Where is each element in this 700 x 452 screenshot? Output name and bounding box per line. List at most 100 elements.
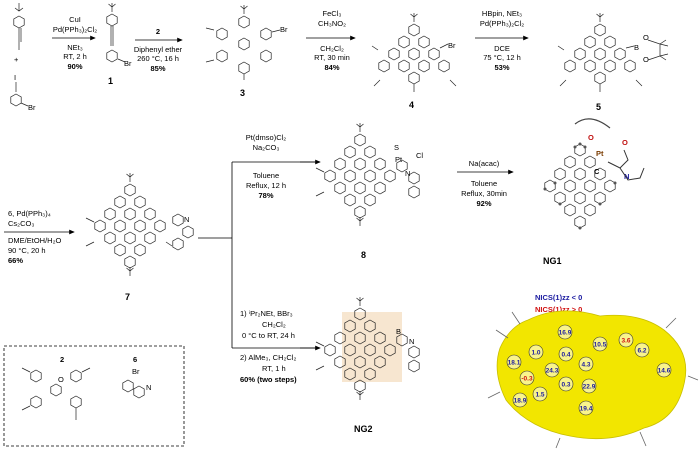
nics-value: -0.3 xyxy=(521,376,533,383)
nics-ring xyxy=(581,378,597,394)
ng2-label: NG2 xyxy=(354,424,373,434)
step5-cond: 90 °C, 20 h xyxy=(8,246,46,255)
sulfur-atom-8: S xyxy=(394,143,399,152)
compound-8-structure: S Pt Cl N xyxy=(315,122,423,227)
step7-cond: Reflux, 30min xyxy=(461,189,507,198)
step2-conditions: 2 Diphenyl ether 260 °C, 16 h 85% xyxy=(134,27,183,73)
box-bromine-atom: Br xyxy=(132,367,140,376)
bromine-atom-4: Br xyxy=(448,41,456,50)
step3-reagent-2: CH₃NO₂ xyxy=(318,19,346,28)
step5-yield: 66% xyxy=(8,256,23,265)
ng1-label: NG1 xyxy=(543,256,562,266)
compound-4-label: 4 xyxy=(409,100,414,110)
nics-ring xyxy=(558,346,574,362)
bromine-atom-3: Br xyxy=(280,25,288,34)
reagent-box-frame xyxy=(3,345,185,447)
compound-8-label: 8 xyxy=(361,250,366,260)
nics-value: 22.9 xyxy=(583,384,596,391)
compound-3-structure: Br xyxy=(205,4,288,80)
step7-yield: 92% xyxy=(476,199,491,208)
nics-value: 1.0 xyxy=(531,350,540,357)
step3-reagent-3: CH₂Cl₂ xyxy=(320,44,344,53)
step8-conditions: 1) ⁱPr₂NEt, BBr₃ CH₂Cl₂ 0 °C to RT, 24 h… xyxy=(240,309,297,384)
nics-isosurface xyxy=(496,310,687,440)
compound-4-structure: Br xyxy=(371,12,457,92)
step8-reagent-2: CH₂Cl₂ xyxy=(262,320,286,329)
step8-cond-2: RT, 1 h xyxy=(262,364,286,373)
step6-conditions: Pt(dmso)Cl₂ Na₂CO₃ Toluene Reflux, 12 h … xyxy=(246,133,287,200)
ng2-boron-atom: B xyxy=(396,327,401,336)
step3-conditions: FeCl₃ CH₃NO₂ CH₂Cl₂ RT, 30 min 84% xyxy=(306,9,356,72)
nics-value: 16.9 xyxy=(559,330,572,337)
branch-bracket xyxy=(198,161,320,349)
nics-ring xyxy=(656,362,672,378)
step2-yield: 85% xyxy=(150,64,165,73)
step8-reagent-1: 1) ⁱPr₂NEt, BBr₃ xyxy=(240,309,293,318)
nics-value: 4.3 xyxy=(581,362,590,369)
compound-5-structure: B O O xyxy=(557,12,669,92)
nics-value: 19.4 xyxy=(580,406,593,413)
step4-reagent-1: HBpin, NEt₃ xyxy=(482,9,522,18)
step1-reagent-1: CuI xyxy=(69,15,81,24)
ng1-n-label: N xyxy=(624,172,629,181)
nics-ring xyxy=(634,342,650,358)
ng2-highlight xyxy=(342,312,402,382)
compound-1-structure: Br xyxy=(106,2,132,68)
nics-ring xyxy=(557,324,573,340)
ng1-c-label: C xyxy=(594,167,600,176)
nics-ring xyxy=(558,376,574,392)
nics-ring xyxy=(578,356,594,372)
step1-yield: 90% xyxy=(67,62,82,71)
nitrogen-atom-8: N xyxy=(405,169,410,178)
step4-reagent-2: Pd(PPh₃)₂Cl₂ xyxy=(480,19,524,28)
bromine-atom: Br xyxy=(28,103,36,112)
reagent-box: 2 O 6 Br N xyxy=(3,345,185,447)
step2-cond-2: 260 °C, 16 h xyxy=(137,54,179,63)
step6-cond: Reflux, 12 h xyxy=(246,181,286,190)
nics-value: 0.4 xyxy=(561,352,570,359)
step7-reagent-2: Toluene xyxy=(471,179,497,188)
step4-cond: 75 °C, 12 h xyxy=(483,53,521,62)
step5-reagent-2: Cs₂CO₃ xyxy=(8,219,34,228)
step5-reagent-1: 6, Pd(PPh₃)₄ xyxy=(8,209,51,218)
compound-5-label: 5 xyxy=(596,102,601,112)
nics-ring xyxy=(519,370,535,386)
nics-ring xyxy=(592,336,608,352)
start-alkyne-structure xyxy=(13,3,25,50)
nics-value: 0.3 xyxy=(561,382,570,389)
nics-legend-negative: NICS(1)zz < 0 xyxy=(535,293,582,302)
nics-value: 14.6 xyxy=(658,368,671,375)
nics-ring xyxy=(532,386,548,402)
step6-yield: 78% xyxy=(258,191,273,200)
nics-legend-positive: NICS(1)zz > 0 xyxy=(535,305,582,314)
ng1-crystal-structure: Pt N C O O xyxy=(543,118,645,230)
ng2-nitrogen-atom: N xyxy=(409,337,414,346)
compound-7-label: 7 xyxy=(125,292,130,302)
step8-cond-1: 0 °C to RT, 24 h xyxy=(242,331,295,340)
plus-sign: + xyxy=(14,55,19,64)
step8-reagent-3: 2) AlMe₃, CH₂Cl₂ xyxy=(240,353,296,362)
step2-reagent: 2 xyxy=(156,27,160,36)
boron-atom-5: B xyxy=(634,43,639,52)
aryl-iodide-structure: I Br xyxy=(10,73,36,112)
box-nitrogen-atom: N xyxy=(146,383,151,392)
platinum-atom-8: Pt xyxy=(395,155,403,164)
nitrogen-atom-7: N xyxy=(184,215,189,224)
step4-reagent-3: DCE xyxy=(494,44,510,53)
ng2-structure: B N xyxy=(315,296,420,401)
step2-cond-1: Diphenyl ether xyxy=(134,45,183,54)
box-compound-6-label: 6 xyxy=(133,355,137,364)
compound-1-label: 1 xyxy=(108,76,113,86)
nics-value: 6.2 xyxy=(637,348,646,355)
nics-value: 18.9 xyxy=(514,398,527,405)
oxygen-atom-5a: O xyxy=(643,33,649,42)
step1-cond: RT, 2 h xyxy=(63,52,87,61)
nics-ring xyxy=(578,400,594,416)
step7-conditions: Na(acac) Toluene Reflux, 30min 92% xyxy=(457,159,514,208)
step6-reagent-1: Pt(dmso)Cl₂ xyxy=(246,133,287,142)
nics-value: 3.6 xyxy=(621,338,630,345)
box-compound-2-structure: O xyxy=(21,367,91,420)
nics-ring xyxy=(528,344,544,360)
